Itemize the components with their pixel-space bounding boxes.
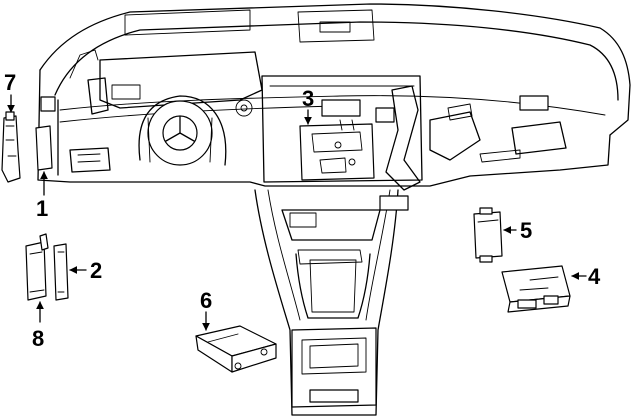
- instrument-panel: [37, 3, 631, 191]
- part-1-trim: [35, 125, 53, 171]
- part-4-control-unit: [501, 265, 571, 313]
- part-6-airbag-module: [195, 325, 277, 373]
- part-2-panel: [53, 243, 69, 301]
- callout-6: 6: [200, 288, 212, 313]
- part-8-panel: [25, 233, 49, 301]
- part-5-module: [473, 207, 503, 263]
- callout-1: 1: [36, 196, 48, 221]
- center-module-3: [299, 119, 375, 181]
- callout-7: 7: [4, 70, 16, 95]
- star-emblem-icon: [165, 116, 195, 142]
- callout-4: 4: [588, 264, 601, 289]
- center-console: [254, 189, 409, 416]
- callout-2: 2: [90, 258, 102, 283]
- callout-3: 3: [302, 86, 314, 111]
- part-7-bracket: [1, 111, 21, 183]
- callout-8: 8: [32, 326, 44, 351]
- callout-5: 5: [520, 218, 532, 243]
